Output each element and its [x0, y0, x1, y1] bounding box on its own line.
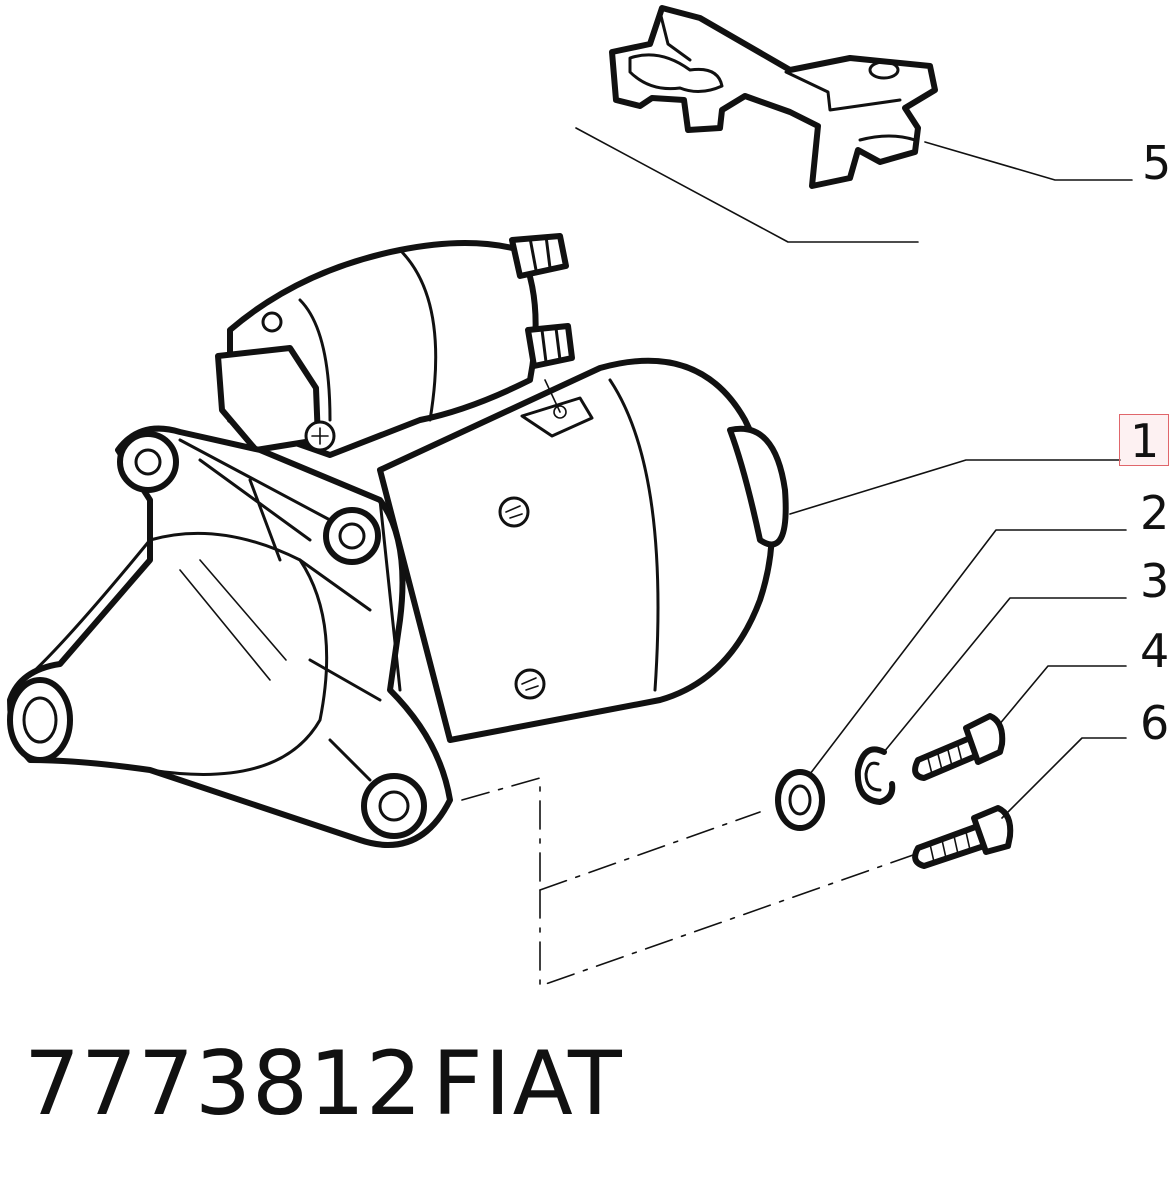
leader-line-5 — [924, 141, 1133, 181]
callout-3[interactable]: 3 — [1140, 554, 1170, 608]
brand-name: FIAT — [432, 1032, 624, 1135]
callout-6[interactable]: 6 — [1140, 696, 1170, 750]
bolt-part-6[interactable] — [912, 805, 1014, 869]
leader-line-6 — [1001, 737, 1127, 819]
leader-line-3 — [883, 597, 1127, 753]
callout-1[interactable]: 1 — [1130, 414, 1160, 468]
bolt-part-4[interactable] — [912, 713, 1006, 781]
bracket-part-5[interactable] — [609, 5, 938, 189]
spring-washer-part-3[interactable] — [854, 746, 896, 805]
part-number: 7773812 — [24, 1032, 423, 1135]
callout-1-highlight — [1119, 414, 1169, 466]
assembly-axis-line — [575, 127, 919, 243]
washer-part-2[interactable] — [775, 769, 825, 831]
callout-2[interactable]: 2 — [1140, 486, 1170, 540]
callout-5[interactable]: 5 — [1142, 136, 1170, 190]
leader-line-2 — [809, 529, 1127, 775]
assembly-dash-lines — [461, 777, 917, 987]
leader-line-1 — [789, 459, 1121, 515]
callout-4[interactable]: 4 — [1140, 624, 1170, 678]
starter-motor-part-1[interactable] — [7, 233, 789, 848]
leader-line-4 — [997, 665, 1127, 727]
